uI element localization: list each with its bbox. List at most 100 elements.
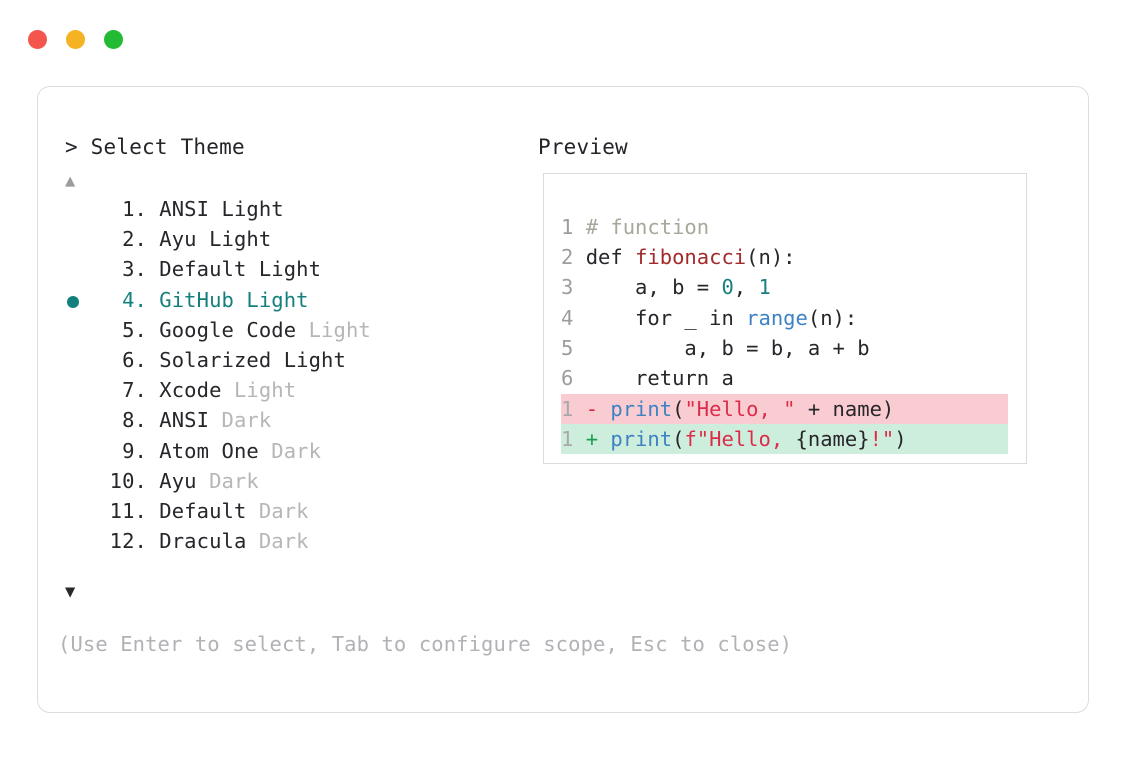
theme-item-name: Ayu	[159, 227, 197, 252]
theme-item-index: 11.	[109, 498, 147, 523]
theme-item-label: ANSI Dark	[159, 408, 271, 432]
code-token: (n):	[746, 245, 796, 270]
theme-list-item[interactable]: 4. GitHub Light	[65, 288, 525, 318]
theme-item-label: Ayu Dark	[159, 469, 259, 493]
diff-marker: -	[585, 397, 599, 421]
minimize-button[interactable]	[66, 30, 85, 49]
theme-item-index: 8.	[122, 408, 147, 433]
theme-item-variant: Light	[196, 227, 272, 252]
code-token: fibonacci	[635, 245, 747, 270]
maximize-button[interactable]	[104, 30, 123, 49]
theme-item-name: Xcode	[159, 378, 222, 403]
theme-list-item[interactable]: 10. Ayu Dark	[65, 469, 525, 499]
diff-spacer	[598, 427, 610, 451]
code-token: ,	[733, 275, 759, 300]
preview-label: Preview	[538, 135, 628, 159]
theme-item-index: 7.	[122, 378, 147, 403]
code-line: 2 def fibonacci(n):	[561, 242, 870, 272]
page-title: > Select Theme	[65, 135, 245, 159]
code-line: 4 for _ in range(n):	[561, 303, 870, 333]
theme-list-item[interactable]: 2.Ayu Light	[65, 227, 525, 257]
diff-token: print	[610, 427, 673, 452]
diff-token: "Hello, "	[684, 397, 796, 421]
theme-item-index: 1.	[122, 197, 147, 221]
code-line-number: 6	[561, 366, 586, 391]
theme-item-name: Solarized	[159, 347, 272, 372]
code-line-number: 3	[561, 275, 586, 300]
code-token: for _ in	[585, 305, 747, 330]
theme-list-item[interactable]: 7. Xcode Light	[65, 378, 525, 408]
theme-item-index: 6.	[122, 347, 147, 372]
code-line-number: 1	[561, 215, 586, 239]
theme-list-item[interactable]: 12. Dracula Dark	[65, 529, 525, 559]
theme-item-variant: Light	[221, 378, 297, 403]
theme-item-name: Dracula	[159, 529, 247, 554]
theme-item-variant: Light	[233, 287, 309, 312]
theme-item-index: 3.	[122, 257, 147, 282]
code-token: return a	[585, 366, 734, 391]
theme-item-index: 9.	[122, 438, 147, 463]
code-line-number: 5	[561, 335, 586, 360]
diff-token: !"	[869, 427, 895, 452]
theme-item-index: 12.	[109, 529, 147, 554]
window-titlebar	[28, 30, 123, 49]
theme-item-label: Ayu Light	[159, 227, 271, 251]
diff-token: f"Hello,	[684, 427, 796, 452]
theme-item-variant: Dark	[258, 438, 322, 463]
code-line-number: 2	[561, 245, 586, 270]
code-token: a, b =	[585, 275, 722, 300]
theme-item-name: Ayu	[159, 468, 197, 493]
code-token: range	[746, 305, 808, 330]
keyboard-hint: (Use Enter to select, Tab to configure s…	[58, 632, 793, 656]
scroll-down-icon[interactable]: ▼	[65, 582, 76, 602]
code-token: (n):	[807, 305, 858, 330]
theme-list-item[interactable]: 1. ANSI Light	[65, 197, 525, 227]
theme-item-label: Solarized Light	[159, 348, 346, 372]
theme-item-variant: Light	[296, 317, 371, 342]
theme-item-name: ANSI	[159, 197, 210, 221]
theme-item-label: Default Light	[159, 257, 321, 281]
theme-item-name: Atom One	[159, 438, 259, 463]
diff-line-number: 1	[561, 427, 586, 452]
theme-list-item[interactable]: 11. Default Dark	[65, 499, 525, 529]
selected-bullet-icon	[67, 295, 79, 308]
theme-item-name: Default	[159, 498, 247, 523]
theme-item-name: Default	[159, 257, 247, 282]
diff-line-add: 1 + print(f"Hello, {name}!")	[561, 424, 1008, 455]
code-line: 3 a, b = 0, 1	[561, 272, 870, 302]
scroll-up-icon[interactable]: ▲	[65, 171, 76, 191]
code-token: 1	[758, 275, 771, 300]
theme-item-label: Dracula Dark	[159, 529, 308, 553]
diff-spacer	[598, 397, 610, 421]
code-token: # function	[585, 215, 710, 239]
code-line: 6 return a	[561, 363, 870, 393]
code-line: 5 a, b = b, a + b	[561, 333, 870, 363]
theme-list-item[interactable]: 5.Google Code Light	[65, 318, 525, 348]
theme-item-label: Xcode Light	[159, 378, 296, 402]
theme-item-label: ANSI Light	[159, 197, 283, 221]
theme-list-item[interactable]: 8. ANSI Dark	[65, 408, 525, 438]
theme-item-index: 4.	[122, 287, 147, 312]
diff-token: )	[894, 427, 907, 452]
close-button[interactable]	[28, 30, 47, 49]
code-line-number: 4	[561, 305, 586, 330]
theme-item-label: Default Dark	[159, 499, 308, 523]
theme-item-index: 10.	[109, 468, 147, 493]
theme-list-item[interactable]: 6. Solarized Light	[65, 348, 525, 378]
theme-item-name: ANSI	[159, 408, 210, 433]
diff-token: + name)	[795, 397, 895, 421]
theme-item-label: Atom One Dark	[159, 439, 321, 463]
theme-item-variant: Dark	[246, 529, 309, 554]
code-line: 1 # function	[561, 212, 870, 242]
code-token: def	[585, 245, 636, 270]
theme-list-item[interactable]: 9. Atom One Dark	[65, 439, 525, 469]
theme-item-name: GitHub	[159, 287, 234, 312]
diff-line-number: 1	[561, 397, 586, 421]
theme-list-item[interactable]: 3. Default Light	[65, 257, 525, 287]
code-token: 0	[721, 275, 734, 300]
diff-token: (	[672, 397, 685, 421]
theme-item-name: Google Code	[159, 317, 297, 342]
theme-item-label: Google Code Light	[159, 318, 371, 342]
theme-item-variant: Dark	[196, 468, 259, 493]
